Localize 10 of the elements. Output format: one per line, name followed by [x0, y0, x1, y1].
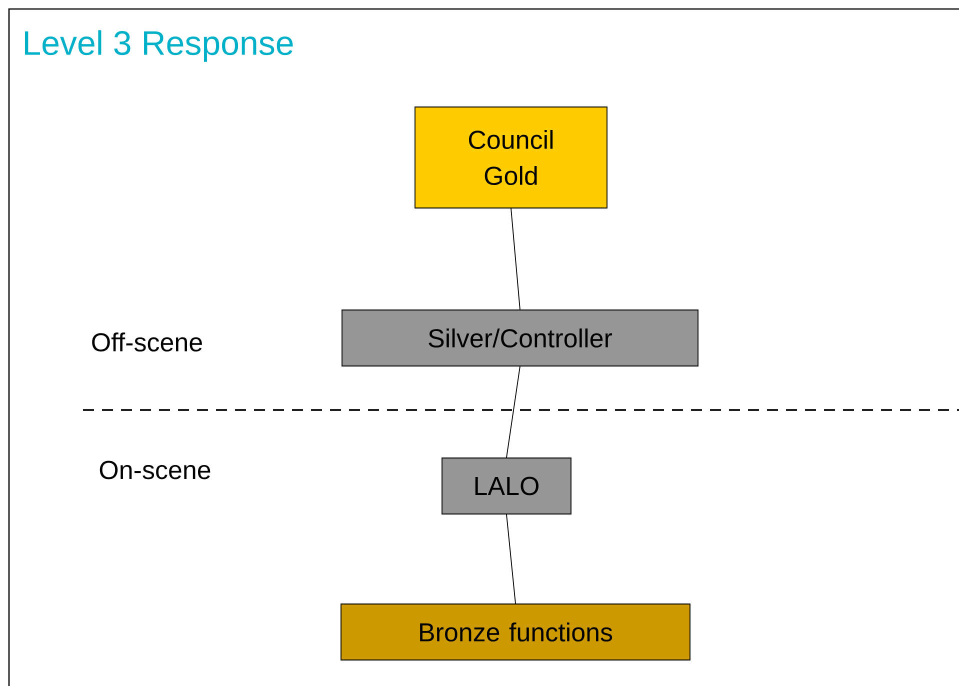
- role-box: Bronze functions: [340, 604, 690, 660]
- role-box: Silver/Controller: [342, 310, 698, 366]
- role-box: LALO: [442, 458, 572, 514]
- connector-line: [506, 366, 520, 458]
- zone-label: Off-scene: [92, 332, 202, 352]
- role-box: Council Gold: [414, 106, 608, 208]
- connector-line: [510, 208, 520, 310]
- zone-label: On-scene: [100, 460, 210, 480]
- title: Level 3 Response: [25, 30, 293, 62]
- connector-line: [506, 514, 516, 604]
